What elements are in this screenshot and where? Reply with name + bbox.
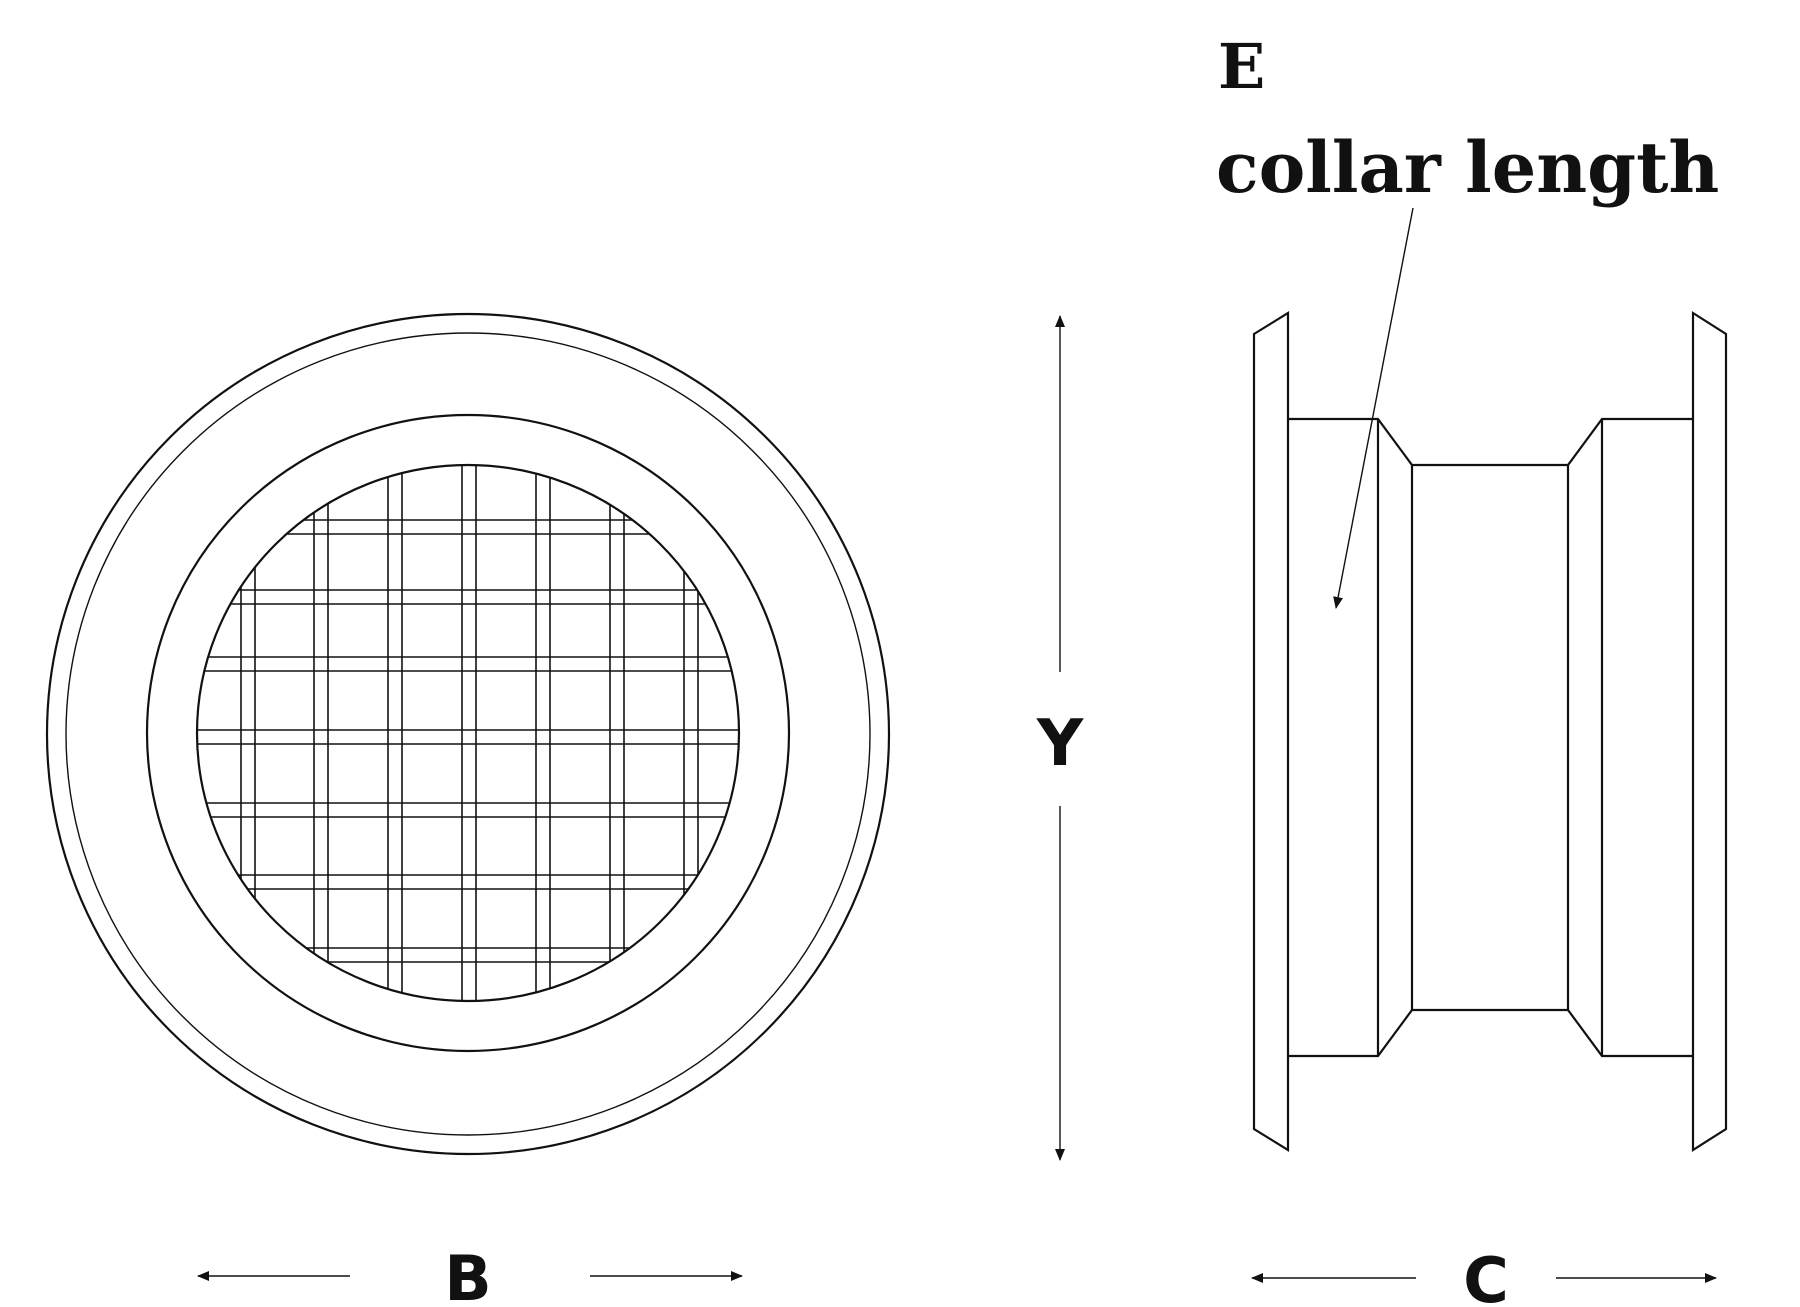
- mesh-opening: [195, 463, 741, 1003]
- outer-flange-ring: [45, 312, 891, 1156]
- collar-bottom-edge: [1288, 1008, 1693, 1058]
- dim-c-label: C: [1463, 1244, 1509, 1307]
- right-flange: [1691, 310, 1728, 1153]
- collar-length-pointer: [1333, 207, 1414, 609]
- collar-length-callout: E collar length: [1216, 30, 1719, 609]
- dimension-y: Y: [1036, 315, 1084, 1161]
- dim-y-label: Y: [1036, 707, 1084, 781]
- front-view: [45, 312, 891, 1156]
- left-flange: [1252, 311, 1290, 1152]
- mesh-grid: [197, 465, 739, 1001]
- collar-top-edge: [1288, 417, 1693, 467]
- side-view: [1252, 310, 1728, 1153]
- dim-b-label: B: [444, 1242, 491, 1307]
- dimension-c: C: [1251, 1244, 1717, 1307]
- label-e: E: [1218, 30, 1265, 103]
- dimension-b: B: [197, 1242, 743, 1307]
- collar-ring: [145, 413, 791, 1053]
- label-collar-length: collar length: [1216, 126, 1719, 209]
- outer-flange-inner-edge: [65, 332, 871, 1136]
